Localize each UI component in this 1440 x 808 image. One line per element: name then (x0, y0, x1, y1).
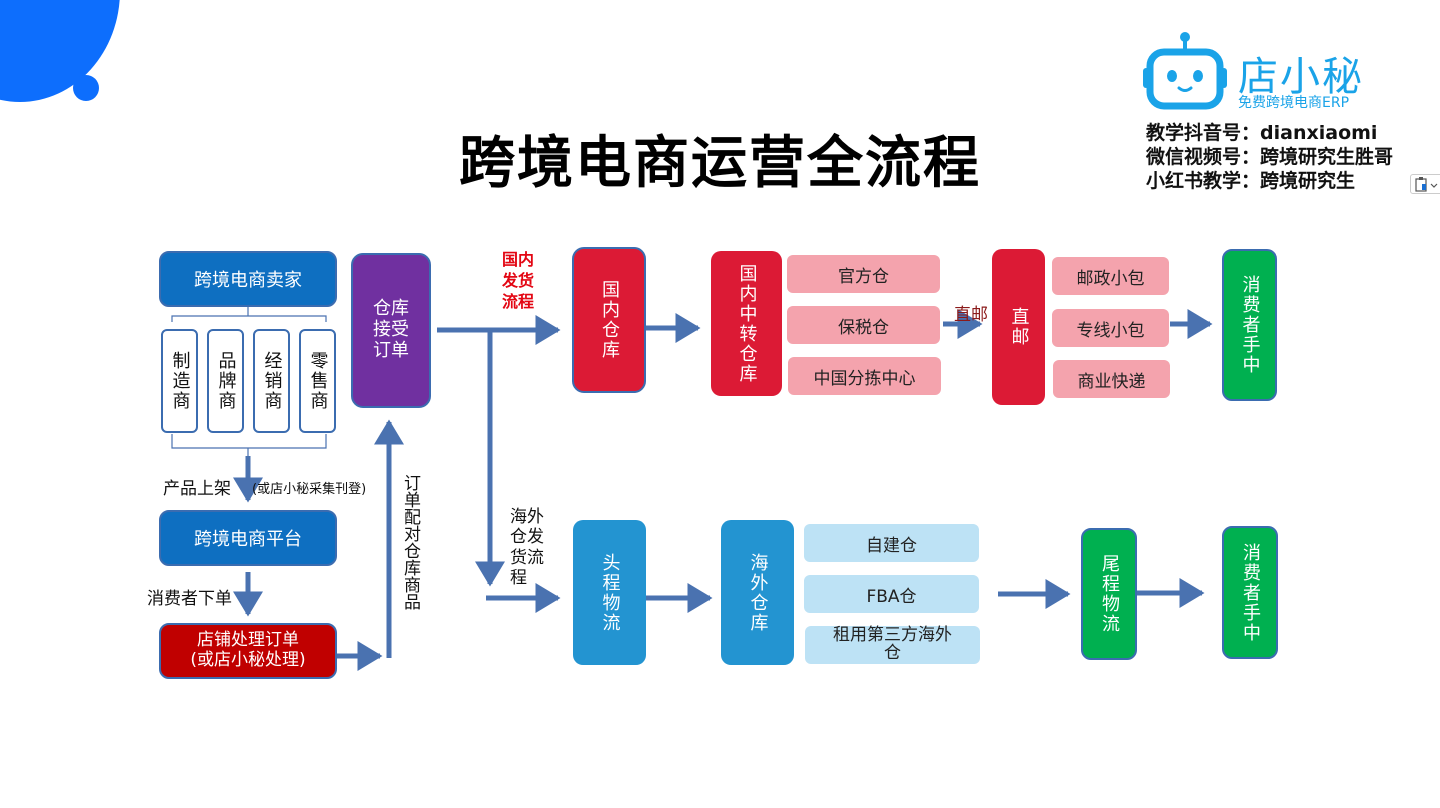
order-match-label: 订单配对仓库商品 (400, 474, 420, 610)
domestic-warehouse-node[interactable]: 国内仓库 (572, 247, 646, 393)
bracket-top (171, 306, 327, 322)
seller-type-retailer[interactable]: 零售商 (299, 329, 336, 433)
product-listing-label: 产品上架 (163, 479, 231, 499)
seller-type-brand[interactable]: 品牌商 (207, 329, 244, 433)
first-leg-logistics-node[interactable]: 头程物流 (573, 520, 646, 665)
brand-logo: 店小秘 免费跨境电商ERP (1142, 30, 1372, 114)
overseas-warehouse-node[interactable]: 海外仓库 (721, 520, 794, 665)
store-process-node[interactable]: 店铺处理订单 (或店小秘处理) (159, 623, 337, 679)
social-douyin: 教学抖音号：dianxiaomi (1146, 122, 1378, 144)
product-listing-note: (或店小秘采集刊登) (252, 482, 367, 497)
seller-type-distributor[interactable]: 经销商 (253, 329, 290, 433)
brand-name: 店小秘 (1238, 54, 1364, 100)
corner-decoration-dot (73, 75, 99, 101)
warehouse-accept-node[interactable]: 仓库 接受 订单 (351, 253, 431, 408)
overseas-flow-label: 海外 仓发 货流 程 (510, 507, 544, 589)
paste-options-button[interactable] (1410, 174, 1440, 194)
consumer-node-domestic[interactable]: 消费者手中 (1222, 249, 1277, 401)
robot-icon (1143, 32, 1227, 110)
last-mile-logistics-node[interactable]: 尾程物流 (1081, 528, 1137, 660)
direct-mail-node[interactable]: 直邮 (992, 249, 1045, 405)
domestic-flow-label: 国内 发货 流程 (502, 250, 535, 311)
mail-option-express[interactable]: 商业快递 (1053, 360, 1170, 398)
overseas-option-third-party[interactable]: 租用第三方海外仓 (805, 626, 980, 664)
direct-mail-arrow-label: 直邮 (954, 305, 988, 325)
social-xiaohongshu: 小红书教学：跨境研究生 (1146, 170, 1356, 192)
seller-type-manufacturer[interactable]: 制造商 (161, 329, 198, 433)
consumer-order-label: 消费者下单 (147, 589, 232, 609)
seller-node[interactable]: 跨境电商卖家 (159, 251, 337, 307)
brand-tagline: 免费跨境电商ERP (1238, 95, 1350, 111)
page-title: 跨境电商运营全流程 (459, 131, 981, 196)
mail-option-dedicated-line[interactable]: 专线小包 (1052, 309, 1169, 347)
domestic-transfer-node[interactable]: 国内中转仓库 (711, 251, 782, 396)
transfer-option-sorting-center[interactable]: 中国分拣中心 (788, 357, 941, 395)
overseas-option-self-built[interactable]: 自建仓 (804, 524, 979, 562)
transfer-option-official[interactable]: 官方仓 (787, 255, 940, 293)
clipboard-icon (1415, 177, 1438, 192)
transfer-option-bonded[interactable]: 保税仓 (787, 306, 940, 344)
overseas-option-fba[interactable]: FBA仓 (804, 575, 979, 613)
social-wechat-video: 微信视频号：跨境研究生胜哥 (1146, 146, 1394, 168)
bracket-bottom (171, 434, 327, 456)
platform-node[interactable]: 跨境电商平台 (159, 510, 337, 566)
mail-option-postal[interactable]: 邮政小包 (1052, 257, 1169, 295)
consumer-node-overseas[interactable]: 消费者手中 (1222, 526, 1278, 659)
